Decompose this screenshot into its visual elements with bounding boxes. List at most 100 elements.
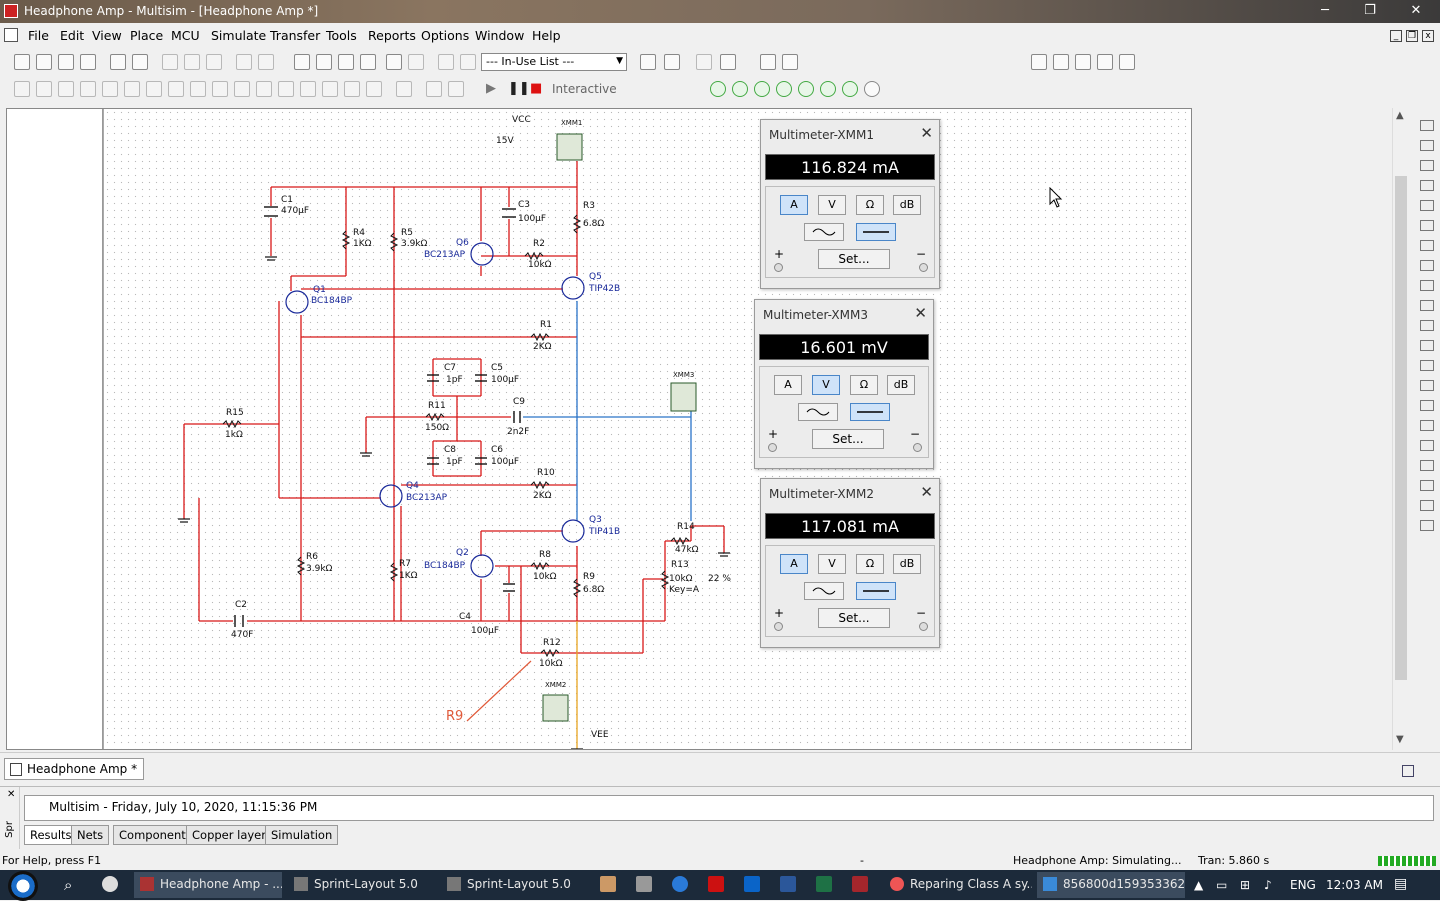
negative-terminal[interactable] (919, 622, 928, 631)
logic-analyzer-icon[interactable] (1420, 300, 1434, 311)
menu-tools[interactable]: Tools (326, 28, 357, 43)
tray-volume-icon[interactable]: ♪ (1264, 878, 1272, 892)
menu-help[interactable]: Help (532, 28, 561, 43)
word-icon[interactable] (780, 876, 796, 892)
zoom-out-icon[interactable] (1053, 54, 1069, 70)
bode-plotter-icon[interactable] (1420, 220, 1434, 231)
decibel-button[interactable]: dB (893, 554, 921, 574)
oscilloscope-icon[interactable] (1420, 180, 1434, 191)
close-icon[interactable]: ✕ (914, 304, 927, 322)
save-icon[interactable] (80, 54, 96, 70)
ohmmeter-button[interactable]: Ω (856, 195, 884, 215)
scrollbar-thumb[interactable] (1395, 176, 1407, 680)
menu-file[interactable]: File (28, 28, 49, 43)
diode-icon[interactable] (58, 81, 74, 97)
tab-menu-icon[interactable] (1402, 765, 1414, 777)
forward-annotate-icon[interactable] (720, 54, 736, 70)
iv-analyzer-icon[interactable] (1420, 320, 1434, 331)
menu-options[interactable]: Options (421, 28, 470, 43)
multimeter-xmm2-window[interactable]: Multimeter-XMM2 ✕ 117.081 mA A V Ω dB + … (760, 478, 940, 648)
grapher-icon[interactable] (360, 54, 376, 70)
find-icon[interactable] (760, 54, 776, 70)
print-icon[interactable] (110, 54, 126, 70)
four-channel-oscilloscope-icon[interactable] (1420, 200, 1434, 211)
indicator-icon[interactable] (212, 81, 228, 97)
mdi-close-button[interactable]: x (1422, 30, 1434, 42)
scroll-down-icon[interactable]: ▼ (1396, 734, 1404, 745)
taskbar-app-image[interactable]: 856800d1593533624... (1037, 872, 1185, 898)
misc-icon[interactable] (256, 81, 272, 97)
tab-nets[interactable]: Nets (71, 825, 110, 845)
taskbar-app-sprint-layout-2[interactable]: Sprint-Layout 5.0 (441, 872, 589, 898)
excel-icon[interactable] (816, 876, 832, 892)
agilent-oscilloscope-icon[interactable] (1420, 440, 1434, 451)
negative-terminal[interactable] (919, 263, 928, 272)
probe-current-reference-icon[interactable] (842, 81, 858, 97)
scroll-up-icon[interactable]: ▲ (1396, 110, 1404, 121)
decibel-button[interactable]: dB (893, 195, 921, 215)
full-screen-icon[interactable] (1119, 54, 1135, 70)
multimeter-xmm3-window[interactable]: Multimeter-XMM3 ✕ 16.601 mV A V Ω dB + −… (754, 299, 934, 469)
close-icon[interactable]: ✕ (920, 483, 933, 501)
backannotate-icon[interactable] (460, 54, 476, 70)
multimeter-instrument-icon[interactable] (1420, 120, 1434, 131)
tektronix-oscilloscope-icon[interactable] (1420, 460, 1434, 471)
tray-network-icon[interactable]: ⊞ (1240, 878, 1251, 892)
tab-simulation[interactable]: Simulation (265, 825, 339, 845)
agilent-multimeter-icon[interactable] (1420, 420, 1434, 431)
taskbar-app-sprint-layout-1[interactable]: Sprint-Layout 5.0 (288, 872, 436, 898)
ni-elvis-icon[interactable] (1420, 500, 1434, 511)
redo-icon[interactable] (258, 54, 274, 70)
voltmeter-button[interactable]: V (818, 195, 846, 215)
open-icon[interactable] (36, 54, 52, 70)
basic-icon[interactable] (36, 81, 52, 97)
close-icon[interactable]: ✕ (920, 124, 933, 142)
transfer-icon[interactable] (438, 54, 454, 70)
print-preview-icon[interactable] (132, 54, 148, 70)
document-icon[interactable] (4, 28, 18, 42)
schematic-sheet[interactable] (103, 109, 1191, 749)
database-manager-icon[interactable] (338, 54, 354, 70)
misc-digital-icon[interactable] (168, 81, 184, 97)
electromechanical-icon[interactable] (322, 81, 338, 97)
close-icon[interactable]: ✕ (7, 789, 16, 800)
set-button[interactable]: Set... (818, 608, 890, 628)
connectors-icon[interactable] (366, 81, 382, 97)
probe-differential-icon[interactable] (776, 81, 792, 97)
mcu-icon[interactable] (396, 81, 412, 97)
mdi-minimize-button[interactable]: _ (1390, 30, 1402, 42)
dc-button[interactable] (856, 582, 896, 600)
decibel-button[interactable]: dB (887, 375, 915, 395)
back-annotate-icon[interactable] (696, 54, 712, 70)
tray-expand-icon[interactable]: ▲ (1194, 878, 1204, 892)
browser-quick-icon[interactable] (102, 876, 118, 892)
tab-components[interactable]: Components (113, 825, 198, 845)
ohmmeter-button[interactable]: Ω (850, 375, 878, 395)
close-button[interactable]: ✕ (1410, 3, 1422, 18)
erc-icon[interactable] (640, 54, 656, 70)
search-icon[interactable]: ⌕ (64, 876, 73, 894)
probe-settings-icon[interactable] (864, 81, 880, 97)
ac-wave-button[interactable] (804, 223, 844, 241)
function-generator-icon[interactable] (1420, 140, 1434, 151)
ohmmeter-button[interactable]: Ω (856, 554, 884, 574)
zoom-in-icon[interactable] (1031, 54, 1047, 70)
menu-reports[interactable]: Reports (368, 28, 416, 43)
ammeter-button[interactable]: A (780, 195, 808, 215)
stop-button[interactable]: ■ (530, 81, 543, 96)
labview-instrument-icon[interactable] (1420, 480, 1434, 491)
voltmeter-button[interactable]: V (812, 375, 840, 395)
positive-terminal[interactable] (774, 263, 783, 272)
current-probe-icon[interactable] (1420, 520, 1434, 531)
transistor-icon[interactable] (80, 81, 96, 97)
zoom-fit-icon[interactable] (1097, 54, 1113, 70)
dc-button[interactable] (850, 403, 890, 421)
network-analyzer-icon[interactable] (1420, 380, 1434, 391)
pause-button[interactable]: ❚❚ (508, 81, 530, 96)
agilent-generator-icon[interactable] (1420, 400, 1434, 411)
ammeter-button[interactable]: A (780, 554, 808, 574)
acrobat-icon[interactable] (708, 876, 724, 892)
postprocessor-icon[interactable] (386, 54, 402, 70)
ammeter-button[interactable]: A (774, 375, 802, 395)
tab-copper-layers[interactable]: Copper layers (186, 825, 278, 845)
